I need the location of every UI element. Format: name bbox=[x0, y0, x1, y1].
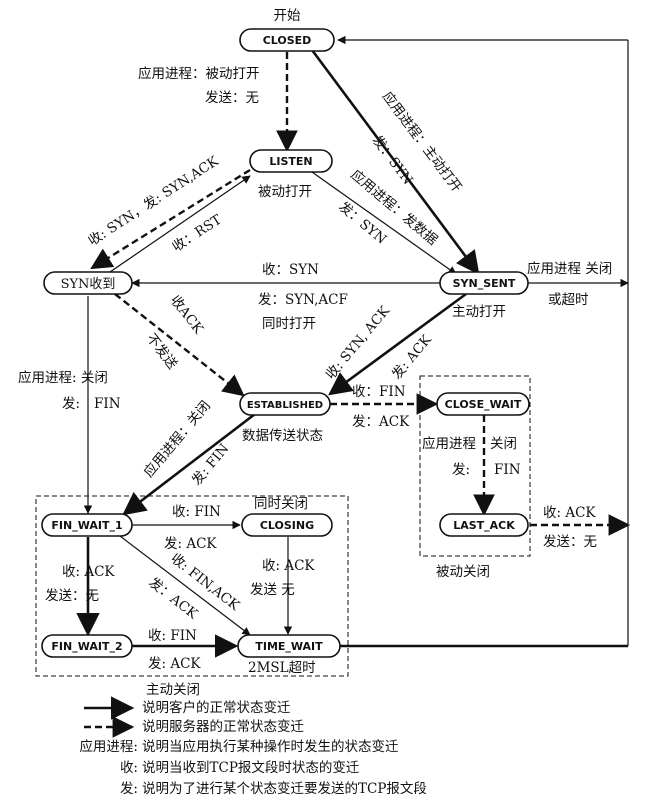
state-last-ack: LAST_ACK bbox=[439, 513, 529, 537]
label-la-rcv-ack: 收: ACK bbox=[543, 505, 596, 521]
edge-established-finwait1 bbox=[122, 412, 256, 516]
label-cw-app: 应用进程 bbox=[422, 435, 476, 452]
label-send-fin-key: 发: bbox=[62, 396, 80, 412]
label-closing-rcv-ack: 收: ACK bbox=[262, 558, 315, 574]
state-fin-wait-2: FIN_WAIT_2 bbox=[41, 634, 133, 658]
label-data-transfer: 数据传送状态 bbox=[242, 428, 323, 444]
label-start: 开始 bbox=[274, 8, 301, 24]
state-fin-wait-1: FIN_WAIT_1 bbox=[41, 513, 133, 537]
state-closing-label: CLOSING bbox=[260, 519, 314, 532]
edge-listen-synsent bbox=[311, 171, 457, 275]
edge-listen-synrcvd bbox=[90, 168, 251, 270]
state-listen-label: LISTEN bbox=[269, 155, 312, 168]
state-syn-sent-label: SYN_SENT bbox=[453, 277, 516, 290]
label-fw2-rcv-fin: 收: FIN bbox=[148, 628, 197, 644]
label-send-ack2: 发：ACK bbox=[352, 414, 410, 430]
label-send-syn: 发：SYN bbox=[369, 133, 416, 188]
state-fin-wait-1-label: FIN_WAIT_1 bbox=[51, 519, 122, 532]
active-close-region bbox=[35, 495, 349, 677]
label-send-fin-val: FIN bbox=[94, 396, 121, 412]
label-cw-send: 发: bbox=[452, 462, 470, 478]
state-closed-label: CLOSED bbox=[263, 34, 312, 47]
legend: 说明客户的正常状态变迁 说明服务器的正常状态变迁 应用进程: 说明当应用执行某种… bbox=[79, 696, 427, 797]
label-fw1-rcv-ack: 收: ACK bbox=[62, 564, 115, 580]
label-passive-open-app: 应用进程：被动打开 bbox=[138, 65, 260, 82]
label-passive-open-send: 发送：无 bbox=[205, 90, 259, 106]
edge-synrcvd-listen bbox=[109, 175, 251, 273]
state-established-label: ESTABLISHED bbox=[247, 400, 323, 411]
label-app-close-timeout: 应用进程 关闭 bbox=[527, 260, 612, 277]
label-rst: 收：RST bbox=[169, 212, 224, 256]
label-cw-close: 关闭 bbox=[490, 436, 517, 452]
label-rcv-syn-ack: 收: SYN, ACK bbox=[323, 302, 394, 382]
state-listen: LISTEN bbox=[249, 149, 333, 173]
state-closing: CLOSING bbox=[241, 513, 333, 537]
legend-send-key: 发: bbox=[120, 781, 138, 797]
legend-rcv-key: 收: bbox=[120, 760, 138, 776]
label-msl: 2MSL超时 bbox=[248, 660, 316, 676]
legend-rcv-desc: 说明当收到TCP报文段时状态的变迁 bbox=[142, 760, 360, 776]
state-time-wait-label: TIME_WAIT bbox=[255, 640, 323, 653]
state-syn-sent: SYN_SENT bbox=[439, 271, 529, 295]
legend-client: 说明客户的正常状态变迁 bbox=[142, 699, 291, 716]
label-rcv-syn: 收：SYN bbox=[262, 262, 319, 278]
state-established: ESTABLISHED bbox=[239, 392, 331, 416]
label-or-timeout: 或超时 bbox=[548, 292, 589, 308]
label-la-send-none: 发送：无 bbox=[543, 534, 597, 550]
state-syn-rcvd: SYN收到 bbox=[43, 271, 133, 295]
edge-synsent-established bbox=[328, 292, 467, 396]
state-fin-wait-2-label: FIN_WAIT_2 bbox=[51, 640, 122, 653]
label-no-send: 不发送 bbox=[143, 331, 181, 373]
edge-synrcvd-established bbox=[114, 293, 245, 397]
state-closed: CLOSED bbox=[239, 28, 335, 52]
label-fw1-send-none: 发送：无 bbox=[45, 588, 99, 604]
state-time-wait: TIME_WAIT bbox=[237, 634, 341, 658]
edge-closed-synsent bbox=[310, 49, 480, 275]
legend-send-desc: 说明为了进行某个状态变迁要发送的TCP报文段 bbox=[142, 781, 427, 797]
state-last-ack-label: LAST_ACK bbox=[453, 519, 515, 532]
label-simul-open: 同时打开 bbox=[262, 315, 316, 332]
label-fw1-rcv-fin: 收: FIN bbox=[172, 504, 221, 520]
legend-server: 说明服务器的正常状态变迁 bbox=[142, 719, 304, 735]
label-closing-send-none: 发送 无 bbox=[250, 582, 295, 598]
label-rcv-ack: 收ACK bbox=[167, 293, 207, 338]
edge-finwait1-timewait bbox=[119, 535, 251, 636]
state-syn-rcvd-label: SYN收到 bbox=[61, 277, 116, 292]
legend-app-desc: 说明当应用执行某种操作时发生的状态变迁 bbox=[142, 738, 399, 755]
label-fw1-send-ack: 发: ACK bbox=[164, 536, 217, 552]
legend-app-key: 应用进程: bbox=[79, 738, 138, 755]
label-passive-open: 被动打开 bbox=[258, 183, 312, 200]
state-close-wait: CLOSE_WAIT bbox=[436, 392, 530, 416]
passive-close-region bbox=[419, 375, 531, 557]
label-send-syn-ack: 发：SYN,ACF bbox=[258, 292, 348, 308]
label-active-close: 主动关闭 bbox=[146, 682, 200, 698]
label-app-close: 应用进程: 关闭 bbox=[18, 369, 108, 386]
label-send-ack: 发: ACK bbox=[389, 331, 436, 382]
label-passive-close: 被动关闭 bbox=[436, 564, 490, 580]
label-app-active-open: 应用进程：主动打开 bbox=[379, 88, 466, 195]
label-active-open: 主动打开 bbox=[452, 303, 506, 320]
state-close-wait-label: CLOSE_WAIT bbox=[445, 398, 522, 411]
label-rcv-fin: 收：FIN bbox=[352, 384, 406, 400]
label-fw2-send-ack: 发: ACK bbox=[148, 656, 201, 672]
label-simul-close: 同时关闭 bbox=[254, 496, 308, 512]
label-cw-fin: FIN bbox=[494, 462, 521, 478]
